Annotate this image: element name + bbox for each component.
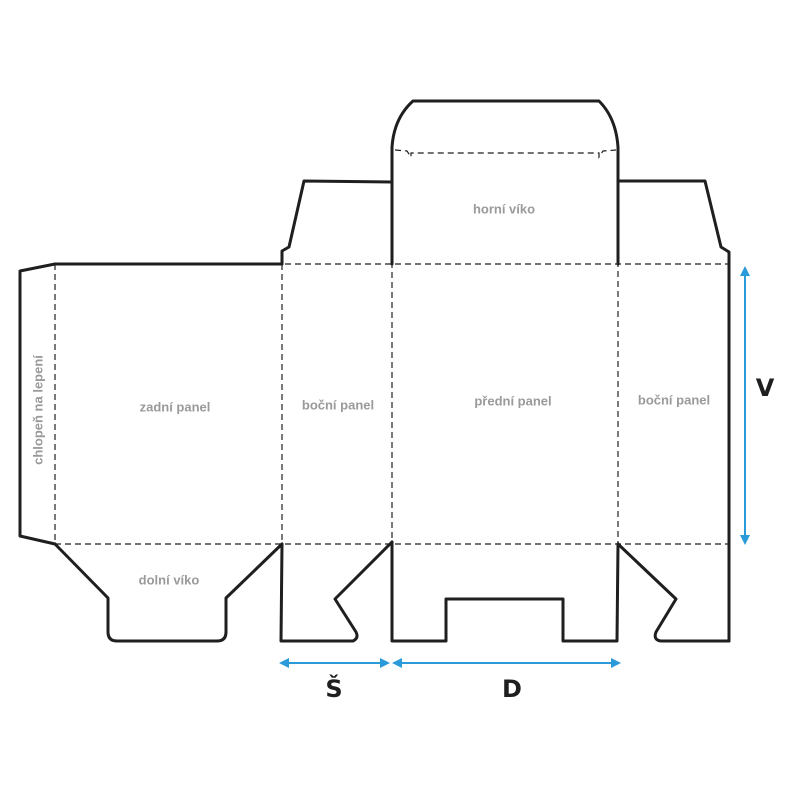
bottom-lid-outline — [53, 542, 284, 643]
length-dimension-label: D — [502, 675, 522, 703]
length-arrow-right-icon — [611, 658, 621, 668]
length-dimension: D — [392, 658, 621, 703]
width-arrow-left-icon — [279, 658, 289, 668]
glue-flap-label: chlopeň na lepení — [30, 355, 45, 465]
height-arrow-top-icon — [740, 266, 750, 276]
top-lid-outline — [390, 99, 620, 266]
left-side-bottom-flap-outline — [279, 540, 394, 643]
top-lid-label: horní víko — [473, 201, 535, 216]
fold-lines — [54, 149, 729, 545]
width-arrow-right-icon — [380, 658, 390, 668]
width-dimension-label: Š — [325, 673, 342, 703]
front-panel-label: přední panel — [474, 393, 551, 408]
back-panel-label: zadní panel — [140, 399, 211, 414]
glue-flap-outline — [18, 262, 57, 546]
right-side-top-flap-outline — [616, 179, 731, 643]
front-bottom-flap-outline — [390, 540, 620, 643]
height-arrow-bottom-icon — [740, 535, 750, 545]
width-dimension: Š — [279, 658, 390, 703]
height-dimension-label: V — [756, 374, 775, 402]
fold-top-lid-tuck — [394, 149, 617, 159]
length-arrow-left-icon — [392, 658, 402, 668]
height-dimension: V — [740, 266, 775, 545]
left-side-panel-label: boční panel — [302, 397, 374, 412]
right-side-bottom-flap-outline — [616, 542, 731, 643]
bottom-lid-label: dolní víko — [139, 572, 200, 587]
left-side-top-flap-outline — [280, 179, 394, 266]
right-side-panel-label: boční panel — [638, 392, 710, 407]
